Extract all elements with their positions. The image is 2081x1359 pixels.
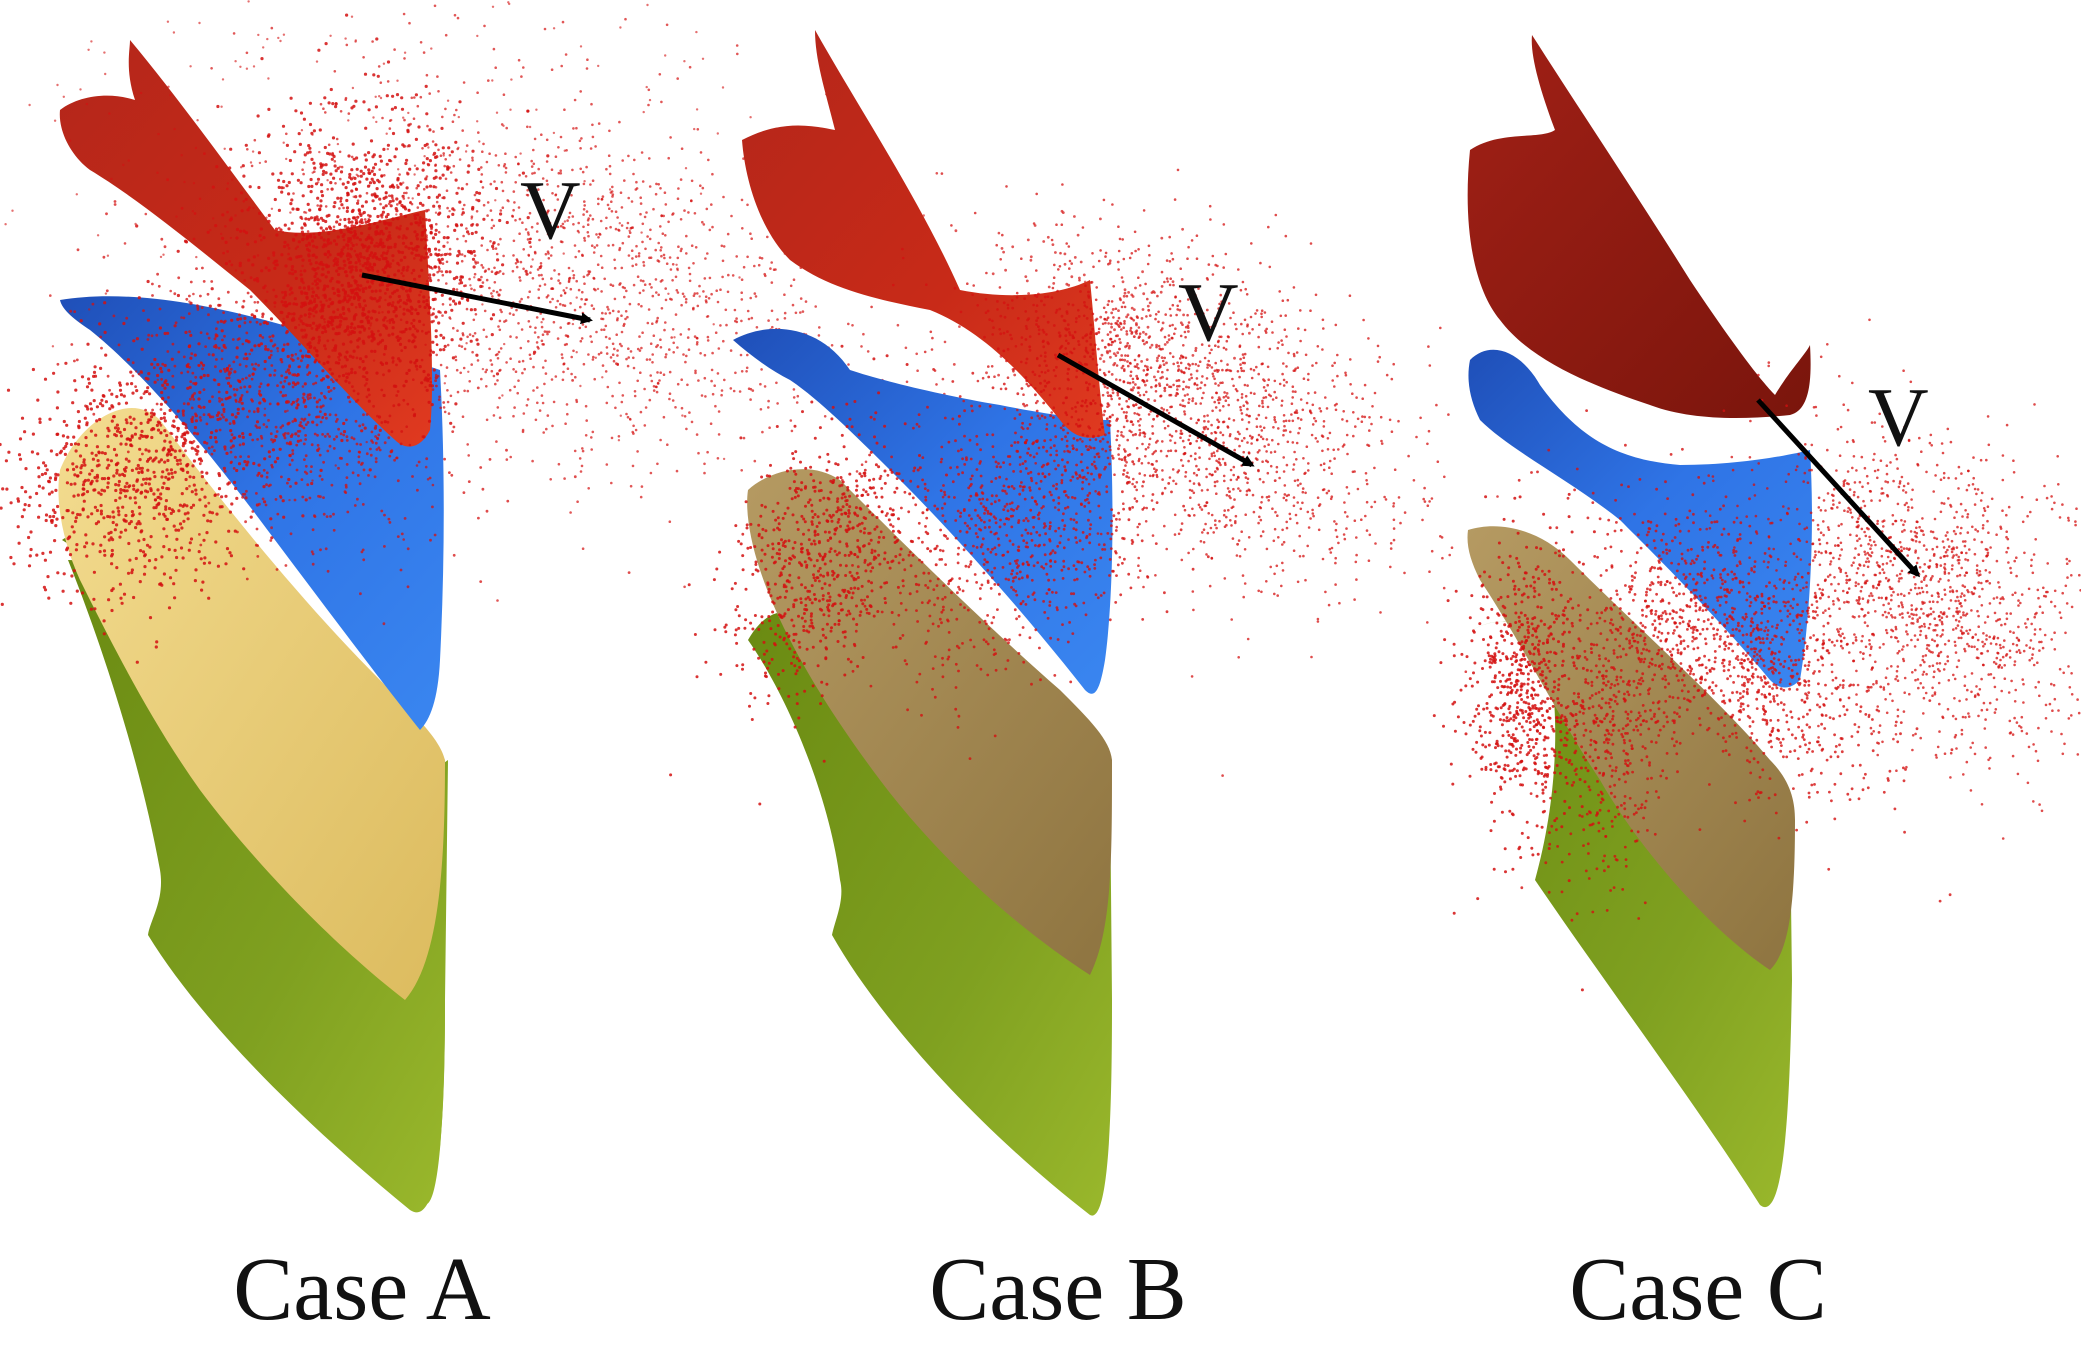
velocity-arrow-c (1756, 398, 1921, 578)
green-blade-c (1458, 621, 1792, 1208)
blue-blade-b (733, 328, 1113, 694)
velocity-label-c: V (1868, 371, 1929, 464)
blue-blade-a (60, 296, 444, 730)
particle-cloud-c (1432, 318, 2081, 992)
velocity-label-a: V (520, 164, 581, 257)
velocity-label-b: V (1178, 266, 1239, 359)
yellow-blade-a (58, 408, 445, 1000)
green-blade-b (748, 611, 1112, 1216)
red-blade-c (1467, 35, 1811, 418)
particle-cloud-b (669, 168, 1535, 806)
red-blade-b (742, 30, 1105, 438)
particle-cloud-a (0, 0, 1087, 664)
caption-case-b: Case B (929, 1240, 1187, 1339)
panel-case-c: V (1432, 35, 2081, 1208)
red-blade-a (59, 40, 433, 447)
panel-case-a: V (0, 0, 1087, 1213)
caption-case-c: Case C (1569, 1240, 1827, 1339)
velocity-arrow-a (361, 272, 593, 325)
panel-case-b: V (669, 30, 1535, 1216)
velocity-arrow-b (1056, 352, 1255, 468)
caption-case-a: Case A (233, 1240, 491, 1339)
